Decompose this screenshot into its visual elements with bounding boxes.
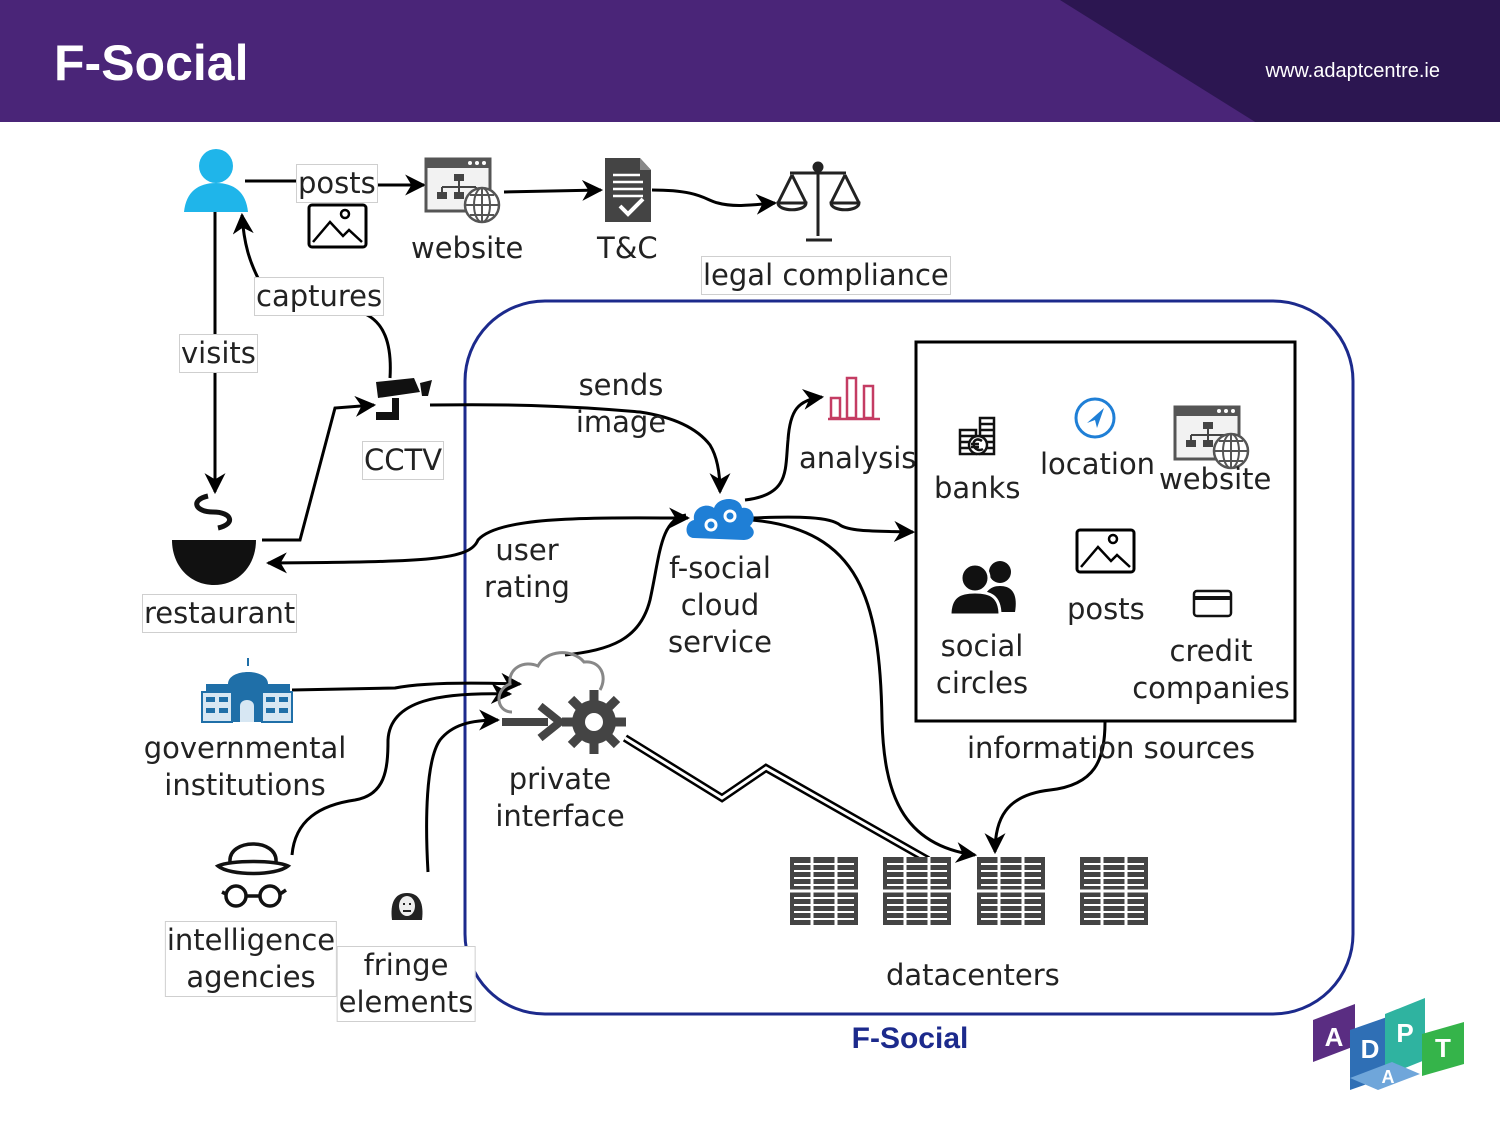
- location-label: location: [1040, 447, 1156, 481]
- image-icon: [307, 203, 368, 249]
- tc-label: T&C: [597, 231, 658, 265]
- credit-card-icon: [1192, 589, 1233, 618]
- adapt-logo: A D A P T: [1313, 998, 1464, 1090]
- document-check-icon: [605, 158, 651, 222]
- captures-label: captures: [254, 277, 385, 316]
- person-icon: [184, 149, 248, 212]
- cloud-gears-icon: [686, 499, 754, 540]
- arrow-interface-cloud: [564, 513, 687, 657]
- website-info-icon: [1173, 405, 1250, 470]
- arrow-cloud-info: [751, 515, 916, 542]
- datacenter-servers: [790, 857, 1148, 925]
- arrow-person-posts: [245, 181, 424, 185]
- logo-letter-a2: A: [1382, 1067, 1395, 1087]
- banks-label: banks: [934, 471, 1021, 505]
- logo-letter-a1: A: [1325, 1022, 1344, 1052]
- diagram-caption: F-Social: [851, 1022, 969, 1055]
- visits-label: visits: [179, 334, 258, 373]
- logo-letter-t: T: [1435, 1033, 1451, 1063]
- user-rating-label: user rating: [484, 533, 570, 604]
- cctv-icon: [376, 378, 432, 420]
- website-label: website: [411, 231, 524, 265]
- location-arrow-icon: [1074, 397, 1116, 439]
- fsocial-boundary: [463, 299, 1355, 1016]
- arrow-restaurant-cctv: [262, 395, 377, 542]
- server-rack-icon: [790, 857, 858, 925]
- arrow-gov-interface: [291, 672, 523, 694]
- anonymous-mask-icon: [391, 893, 423, 920]
- header-bar: F-Social www.adaptcentre.ie: [0, 0, 1500, 122]
- social-circles-label: social circles: [935, 629, 1029, 700]
- bar-chart-icon: [828, 376, 880, 421]
- datacenters-label: datacenters: [886, 958, 1060, 992]
- information-sources-label: information sources: [967, 731, 1256, 765]
- government-building-icon: [201, 658, 293, 723]
- sends-image-label: sends image: [575, 368, 667, 439]
- server-rack-icon: [1080, 857, 1148, 925]
- fsocial-cloud-label: f-social cloud service: [668, 551, 772, 659]
- arrow-intel-interface: [290, 682, 513, 856]
- arrow-cctv-cloud: [429, 403, 731, 495]
- arrow-cloud-analysis: [744, 388, 825, 502]
- scales-icon: [776, 161, 861, 242]
- fringe-label: fringe elements: [336, 946, 476, 1022]
- website-info-label: website: [1159, 462, 1272, 496]
- analysis-label: analysis: [799, 441, 917, 475]
- server-rack-icon: [883, 857, 951, 925]
- credit-companies-label: credit companies: [1132, 634, 1290, 705]
- legal-compliance-label: legal compliance: [701, 256, 951, 295]
- private-interface-icon: [497, 651, 626, 754]
- social-circles-icon: [948, 561, 1016, 617]
- zigzag-link: [622, 734, 930, 864]
- arrow-tc-legal: [651, 188, 778, 215]
- intelligence-label: intelligence agencies: [164, 921, 338, 997]
- slide-title: F-Social: [54, 35, 249, 91]
- connectors: [204, 179, 1107, 873]
- information-sources-box: [914, 340, 1297, 723]
- arrow-cloud-datacenter: [751, 518, 978, 863]
- arrow-website-tc: [503, 179, 604, 201]
- arrow-fringe-interface: [425, 709, 501, 873]
- website-icon: [424, 157, 501, 224]
- image-info-icon: [1075, 528, 1136, 574]
- server-rack-icon: [977, 857, 1045, 925]
- arrow-info-datacenter: [984, 721, 1107, 855]
- posts-info-label: posts: [1067, 592, 1145, 626]
- logo-letter-d: D: [1361, 1034, 1380, 1064]
- private-interface-label: private interface: [495, 762, 625, 833]
- bowl-icon: [172, 493, 256, 585]
- banks-icon: [958, 416, 996, 456]
- spy-icon: [214, 842, 292, 908]
- arrow-cloud-restaurant: [265, 507, 691, 574]
- posts-edge-label: posts: [296, 164, 378, 203]
- governmental-label: governmental institutions: [143, 731, 347, 802]
- header-website: www.adaptcentre.ie: [1265, 60, 1440, 82]
- cctv-label: CCTV: [362, 441, 445, 480]
- logo-letter-p: P: [1396, 1018, 1413, 1048]
- restaurant-label: restaurant: [142, 594, 298, 633]
